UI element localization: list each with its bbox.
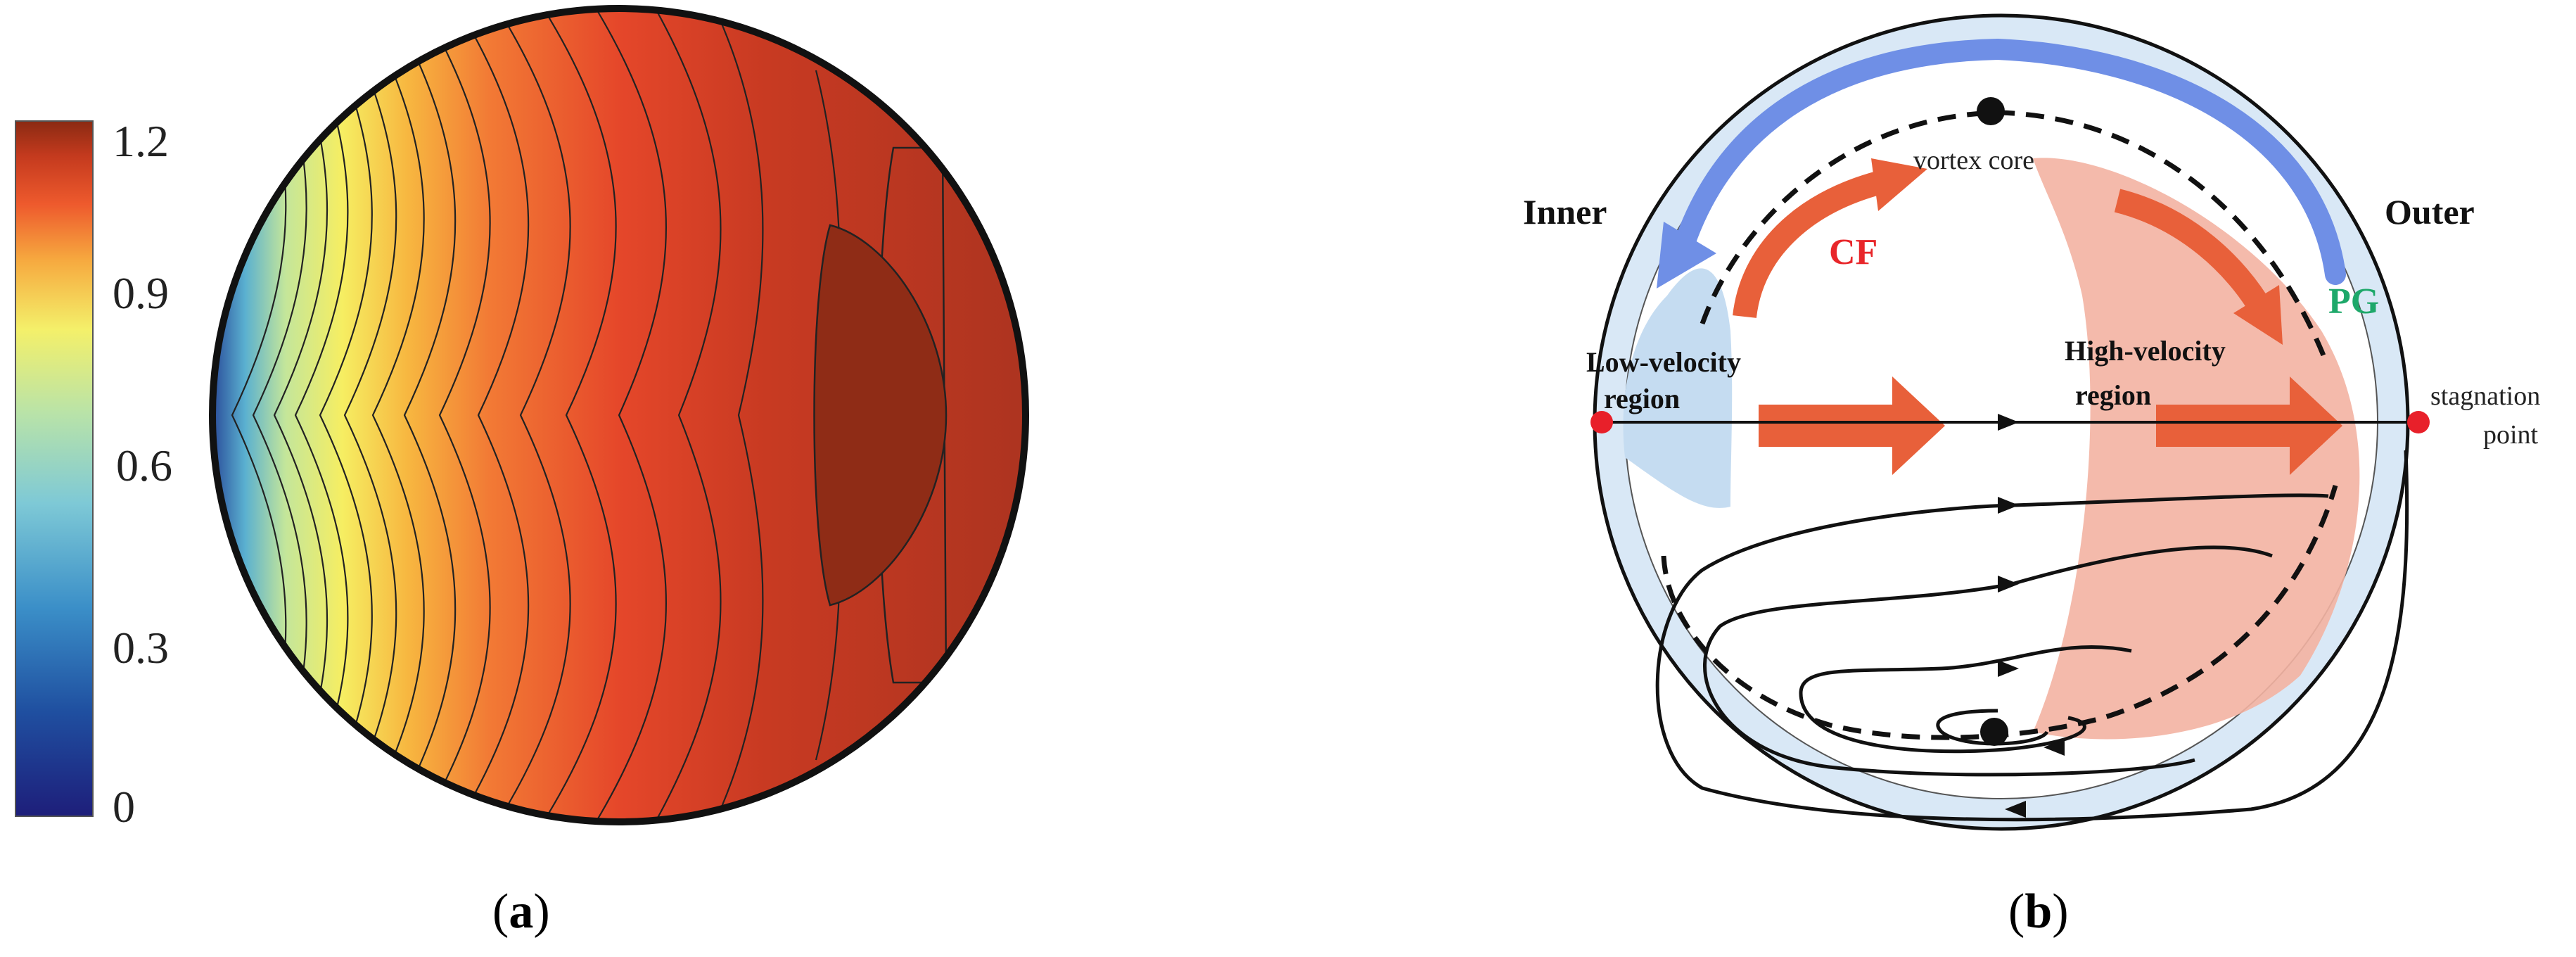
cf-arrow-left-head bbox=[1871, 158, 1927, 211]
subfigure-label-b: (b) bbox=[2008, 885, 2069, 939]
label-cf: CF bbox=[1829, 232, 1877, 272]
stream-arrow-2 bbox=[1998, 576, 2019, 592]
subfigure-label-a: (a) bbox=[492, 885, 550, 939]
label-outer: Outer bbox=[2385, 192, 2475, 232]
flow-arrow-right bbox=[2156, 376, 2342, 475]
label-pg: PG bbox=[2328, 281, 2379, 322]
label-vortex-core: vortex core bbox=[1913, 146, 2034, 175]
cf-arrow-right bbox=[2114, 189, 2272, 316]
streamlines bbox=[1655, 450, 2409, 822]
pg-arrow bbox=[1671, 38, 2346, 285]
label-low-velocity-1: Low-velocity bbox=[1586, 346, 1741, 378]
stream-arrow-4 bbox=[2005, 801, 2026, 818]
colorbar: 1.2 0.9 0.6 0.3 0 bbox=[15, 116, 172, 832]
panel-b: Inner Outer vortex core CF PG Low-veloci… bbox=[1523, 13, 2540, 939]
label-high-velocity-2: region bbox=[2075, 379, 2151, 411]
cf-arrow-right-head bbox=[2233, 285, 2283, 345]
pipe-wall bbox=[209, 5, 1029, 825]
cf-arrow-left bbox=[1733, 171, 1882, 319]
contour-lines bbox=[231, 8, 948, 822]
vortex-core-top bbox=[1977, 97, 2005, 125]
vortex-core-bottom bbox=[1980, 718, 2008, 746]
pg-arrow-head bbox=[1657, 222, 1716, 289]
label-high-velocity-1: High-velocity bbox=[2065, 335, 2226, 367]
low-velocity-region bbox=[1623, 268, 1733, 508]
max-velocity-region bbox=[813, 224, 948, 607]
colorbar-tick-4: 0.3 bbox=[113, 623, 169, 673]
stream-arrow-3 bbox=[1998, 660, 2019, 677]
stream-arrow-1 bbox=[1998, 497, 2019, 514]
label-stagnation-1: stagnation bbox=[2430, 381, 2540, 411]
label-low-velocity-2: region bbox=[1604, 383, 1680, 414]
panel-a: 1.2 0.9 0.6 0.3 0 bbox=[15, 5, 1029, 939]
colorbar-tick-2: 0.9 bbox=[113, 268, 169, 318]
flow-arrow-left bbox=[1759, 376, 1945, 475]
colorbar-tick-bottom: 0 bbox=[113, 782, 135, 832]
symmetry-line-arrow bbox=[1998, 414, 2019, 431]
stream-arrow-5 bbox=[2043, 739, 2065, 756]
colorbar-tick-top: 1.2 bbox=[113, 116, 169, 166]
velocity-contour-plot bbox=[209, 5, 1029, 825]
label-stagnation-2: point bbox=[2483, 420, 2539, 450]
label-inner: Inner bbox=[1523, 192, 1607, 232]
colorbar-tick-3: 0.6 bbox=[116, 441, 172, 490]
stagnation-point-outer bbox=[2407, 411, 2430, 433]
colorbar-fill bbox=[15, 120, 94, 817]
stagnation-point-inner bbox=[1590, 411, 1613, 433]
